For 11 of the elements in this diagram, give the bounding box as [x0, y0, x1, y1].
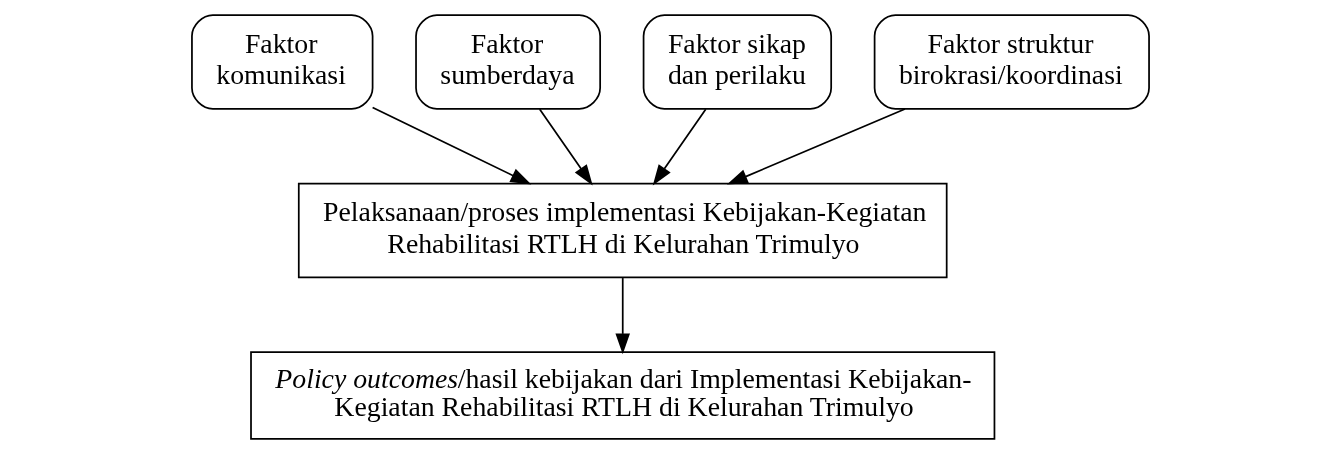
- node-box: Policy outcomes/hasil kebijakan dari Implementasi Kebijakan-Kegiatan Rehabilitasi RTLH di Kelurahan Trimulyo: [250, 351, 996, 440]
- node-box: Faktor struktur birokrasi/koordinasi: [873, 14, 1150, 110]
- arrow: [652, 108, 707, 186]
- node-box: Faktor komunikasi: [191, 14, 374, 110]
- arrow: [615, 277, 631, 355]
- arrow: [538, 108, 593, 186]
- node-box: Faktor sumberdaya: [415, 14, 601, 110]
- node-box: Faktor sikap dan perilaku: [642, 14, 833, 110]
- node-box: Pelaksanaan/proses implementasi Kebijakan-Kegiatan Rehabilitasi RTLH di Kelurahan Trimulyo: [297, 182, 948, 279]
- arrow: [726, 108, 906, 185]
- arrow: [371, 106, 532, 185]
